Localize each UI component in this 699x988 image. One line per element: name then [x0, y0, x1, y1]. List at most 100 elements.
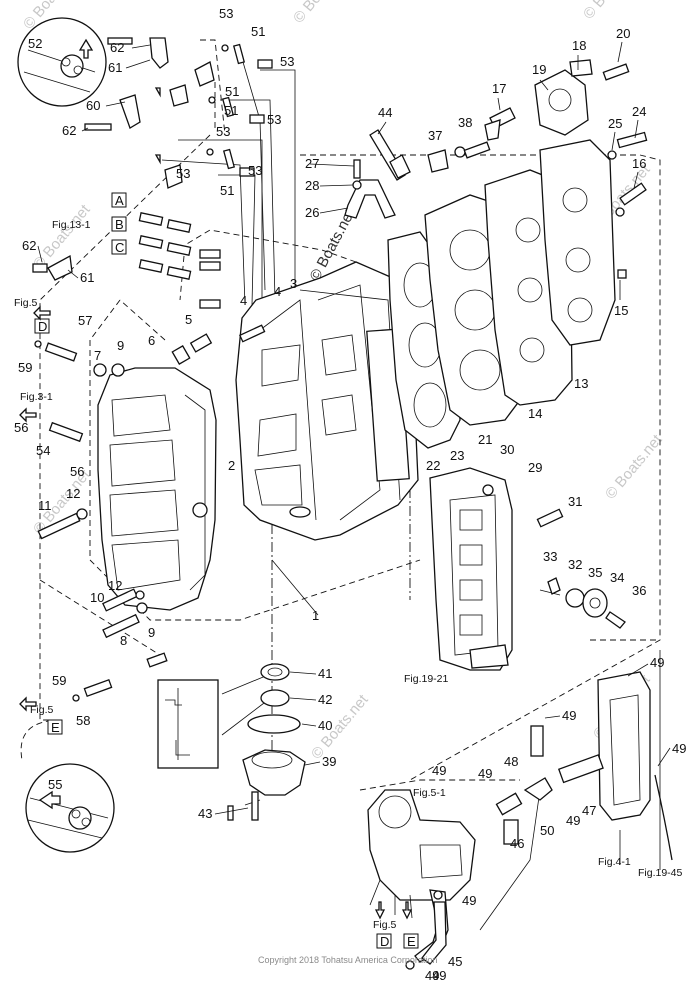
part-number: 62 [110, 40, 124, 55]
fig-ref: Fig.19-21 [404, 673, 449, 685]
part-number: 45 [448, 954, 462, 969]
part-number: 9 [148, 625, 155, 640]
part-number: 34 [610, 570, 624, 585]
part-number: 26 [305, 205, 319, 220]
part-number: 2 [228, 458, 235, 473]
part-number: 62 [22, 238, 36, 253]
part-number: 4 [240, 293, 247, 308]
part-number: 43 [198, 806, 212, 821]
part-number: 23 [450, 448, 464, 463]
part-number: 29 [528, 460, 542, 475]
part-number: 49 [425, 968, 439, 983]
box-letter-c: C [115, 240, 124, 255]
part-number-labels: 53 51 53 52 62 61 60 62 51 53 53 51 53 5… [14, 6, 686, 983]
part-number: 53 [216, 124, 230, 139]
part-number: 12 [108, 578, 122, 593]
watermark: © Boats.net [602, 431, 666, 503]
copyright-notice: Copyright 2018 Tohatsu America Corporati… [258, 955, 437, 965]
part-number: 32 [568, 557, 582, 572]
box-letter-a: A [115, 193, 124, 208]
part-number: 30 [500, 442, 514, 457]
part-number: 36 [632, 583, 646, 598]
watermark: © Boats.net [580, 0, 644, 23]
part-number: 53 [280, 54, 294, 69]
part-number: 22 [426, 458, 440, 473]
part-number: 55 [48, 777, 62, 792]
water-tube-assembly [495, 671, 673, 861]
part-number: 53 [219, 6, 233, 21]
crankcase-half [97, 367, 217, 611]
part-number: 49 [650, 655, 664, 670]
part-number: 60 [86, 98, 100, 113]
part-number: 9 [117, 338, 124, 353]
part-number: 6 [148, 333, 155, 348]
part-number: 11 [38, 498, 52, 513]
part-number: 61 [108, 60, 122, 75]
fig-ref: Fig.5 [373, 919, 397, 931]
fig-ref: Fig.3-1 [20, 391, 53, 403]
part-number: 47 [582, 803, 596, 818]
part-number: 49 [562, 708, 576, 723]
part-number: 13 [574, 376, 588, 391]
part-number: 15 [614, 303, 628, 318]
part-number: 53 [176, 166, 190, 181]
part-number: 37 [428, 128, 442, 143]
part-number: 51 [224, 103, 238, 118]
part-number: 56 [14, 420, 28, 435]
part-number: 25 [608, 116, 622, 131]
part-number: 40 [318, 718, 332, 733]
part-number: 54 [36, 443, 50, 458]
box-letter-e: E [51, 720, 60, 735]
watermark: © Boats.net [290, 0, 354, 27]
fig-ref: Fig.19-45 [638, 867, 683, 879]
part-number: 33 [543, 549, 557, 564]
part-number: 28 [305, 178, 319, 193]
part-number: 31 [568, 494, 582, 509]
box-letter-b: B [115, 217, 124, 232]
part-number: 59 [52, 673, 66, 688]
fig-ref: Fig.5-1 [413, 787, 446, 799]
part-number: 1 [312, 608, 319, 623]
part-number: 49 [432, 763, 446, 778]
part-number: 51 [225, 84, 239, 99]
part-number: 49 [462, 893, 476, 908]
part-number: 53 [267, 112, 281, 127]
part-number: 62 [62, 123, 76, 138]
part-number: 7 [94, 348, 101, 363]
part-number: 53 [248, 163, 262, 178]
leader-lines [37, 41, 671, 815]
exhaust-cover [429, 467, 513, 671]
part-number: 17 [492, 81, 506, 96]
cylinder-head [387, 59, 616, 449]
small-hardware [32, 37, 648, 970]
part-number: 4 [274, 284, 281, 299]
part-number: 56 [70, 464, 84, 479]
part-number: 10 [90, 590, 104, 605]
part-number: 3 [290, 276, 297, 291]
part-number: 18 [572, 38, 586, 53]
part-number: 48 [504, 754, 518, 769]
part-number: 20 [616, 26, 630, 41]
part-number: 51 [251, 24, 265, 39]
part-number: 49 [566, 813, 580, 828]
part-number: 39 [322, 754, 336, 769]
part-number: 8 [120, 633, 127, 648]
part-number: 49 [672, 741, 686, 756]
box-letter-d: D [380, 934, 389, 949]
part-number: 42 [318, 692, 332, 707]
part-number: 59 [18, 360, 32, 375]
part-number: 50 [540, 823, 554, 838]
part-number: 51 [220, 183, 234, 198]
part-number: 14 [528, 406, 542, 421]
part-number: 49 [432, 968, 446, 983]
part-number: 52 [28, 36, 42, 51]
part-number: 58 [76, 713, 90, 728]
oil-pump-assembly [157, 663, 306, 821]
part-number: 46 [510, 836, 524, 851]
box-letter-d: D [38, 319, 47, 334]
part-number: 16 [632, 156, 646, 171]
part-number: 61 [80, 270, 94, 285]
part-number: 19 [532, 62, 546, 77]
fig-ref: Fig.5 [14, 297, 38, 309]
